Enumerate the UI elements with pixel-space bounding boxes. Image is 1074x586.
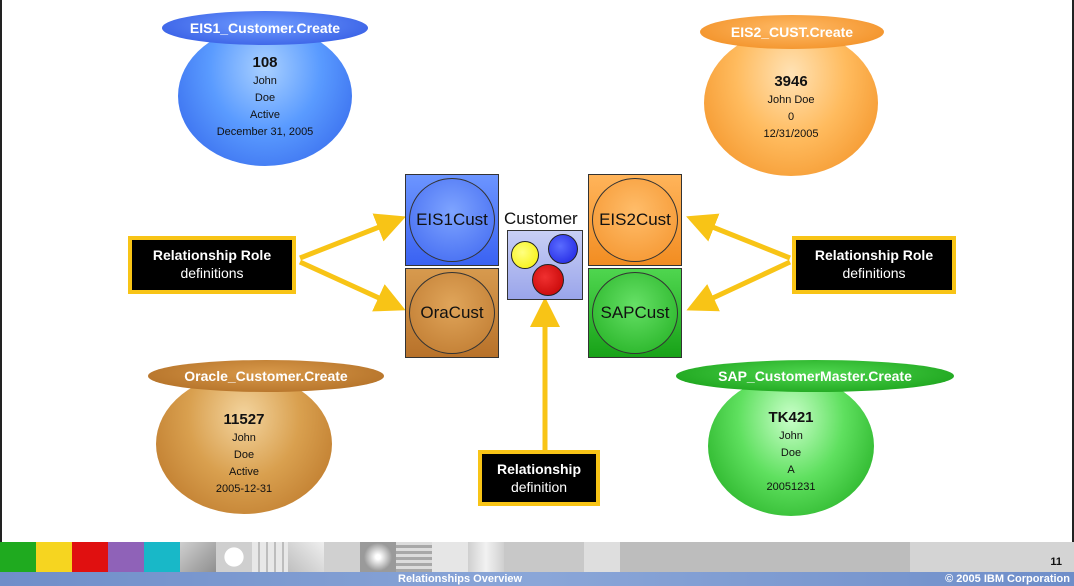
eis2-id: 3946 — [774, 73, 808, 90]
footer-tile — [108, 542, 144, 572]
arrows-layer — [298, 213, 792, 452]
footer-tile — [584, 542, 620, 572]
eis1-caption: EIS1_Customer.Create — [162, 11, 368, 45]
relationship-role-definitions-left: Relationship Role definitions — [128, 236, 296, 294]
eis1-customer-bubble: 108 John Doe Active December 31, 2005 — [178, 26, 352, 166]
oracle-customer-bubble: 11527 John Doe Active 2005-12-31 — [156, 374, 332, 514]
oracust-box: OraCust — [405, 268, 499, 358]
footer-tile — [396, 542, 432, 572]
eis1-line: John — [253, 75, 277, 87]
customer-box — [507, 230, 583, 300]
role-left-subtitle: definitions — [180, 265, 244, 281]
sapcust-label: SAPCust — [600, 303, 670, 322]
customer-label: Customer — [504, 209, 578, 228]
oracle-caption: Oracle_Customer.Create — [148, 360, 384, 392]
sap-line: Doe — [780, 447, 802, 459]
slide-frame — [0, 0, 1074, 546]
role-right-title: Relationship Role — [814, 247, 934, 263]
oracust-label: OraCust — [420, 303, 484, 322]
footer-tile — [620, 542, 910, 572]
eis1-id: 108 — [252, 54, 278, 71]
eis1-caption-text: EIS1_Customer.Create — [189, 20, 341, 36]
blue-circle — [548, 234, 578, 264]
oracle-line: Active — [229, 466, 259, 478]
arrow-left-to-oracust — [298, 259, 406, 312]
arrow-left-to-eis1cust — [299, 213, 406, 261]
eis2-cust-bubble: 3946 John Doe 0 12/31/2005 — [704, 30, 878, 176]
footer-tile — [324, 542, 360, 572]
red-circle — [532, 264, 564, 296]
sap-customer-master-bubble: TK421 John Doe A 20051231 — [708, 376, 874, 516]
footer-title: Relationships Overview — [398, 573, 523, 585]
footer-tile — [360, 542, 396, 572]
eis2-line: 12/31/2005 — [763, 128, 819, 140]
arrow-right-to-sapcust — [686, 259, 792, 312]
eis1-line: Active — [250, 109, 280, 121]
role-left-title: Relationship Role — [152, 247, 272, 263]
sap-caption: SAP_CustomerMaster.Create — [676, 360, 954, 392]
footer-tile — [0, 542, 36, 572]
sap-caption-text: SAP_CustomerMaster.Create — [718, 368, 912, 384]
footer-bar — [0, 572, 1074, 586]
footer-tile — [144, 542, 180, 572]
footer-tile — [252, 542, 288, 572]
oracle-line: Doe — [233, 449, 255, 461]
footer-tile — [432, 542, 468, 572]
arrow-right-to-eis2cust — [686, 213, 791, 261]
sap-id: TK421 — [768, 409, 814, 426]
oracle-line: 2005-12-31 — [215, 483, 273, 495]
footer-tile — [180, 542, 216, 572]
yellow-circle — [511, 241, 539, 269]
eis1cust-box: EIS1Cust — [405, 174, 499, 266]
footer-tile — [36, 542, 72, 572]
page-number: 11 — [1050, 556, 1062, 568]
oracle-id: 11527 — [223, 411, 265, 428]
oracle-caption-text: Oracle_Customer.Create — [184, 368, 348, 384]
footer: 11 Relationships Overview © 2005 IBM Cor… — [0, 542, 1074, 586]
footer-tile — [72, 542, 108, 572]
eis2-caption: EIS2_CUST.Create — [700, 15, 884, 49]
relationship-title: Relationship — [496, 461, 581, 477]
eis2-line: 0 — [787, 111, 795, 123]
footer-tile — [216, 542, 252, 572]
eis2-caption-text: EIS2_CUST.Create — [730, 24, 854, 40]
eis1-line: Doe — [254, 92, 276, 104]
eis2cust-label: EIS2Cust — [599, 210, 671, 229]
relationship-definition-box: Relationship definition — [478, 450, 600, 506]
eis2cust-box: EIS2Cust — [588, 174, 682, 266]
oracle-line: John — [232, 432, 256, 444]
footer-tile — [468, 542, 504, 572]
footer-tile — [504, 542, 584, 572]
sap-line: A — [787, 464, 795, 476]
footer-tile — [910, 542, 1074, 572]
sap-line: John — [779, 430, 803, 442]
footer-image-strip: 11 — [0, 542, 1074, 572]
footer-tile — [288, 542, 324, 572]
footer-copyright: © 2005 IBM Corporation — [945, 573, 1070, 585]
relationship-subtitle: definition — [510, 479, 568, 495]
eis1cust-label: EIS1Cust — [416, 210, 488, 229]
eis2-line: John Doe — [767, 94, 815, 106]
sapcust-box: SAPCust — [588, 268, 682, 358]
relationship-role-definitions-right: Relationship Role definitions — [792, 236, 956, 294]
eis1-line: December 31, 2005 — [216, 126, 314, 138]
sap-line: 20051231 — [766, 481, 816, 493]
role-right-subtitle: definitions — [842, 265, 906, 281]
